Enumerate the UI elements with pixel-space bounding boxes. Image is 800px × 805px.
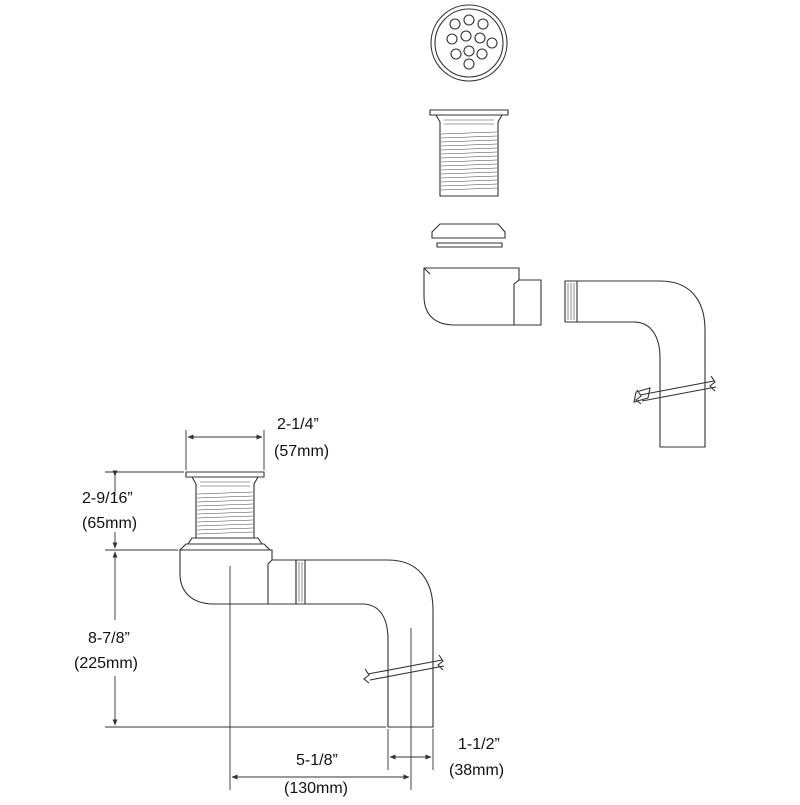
outlet-offset-imperial: 5-1/8”	[296, 752, 338, 769]
dimension-lines	[105, 430, 434, 790]
elbow-pipe-exploded	[564, 280, 717, 448]
drain-shoe-assembled	[179, 549, 297, 605]
pipe-diameter-metric: (38mm)	[449, 762, 504, 779]
pipe-diameter-imperial: 1-1/2”	[458, 736, 500, 753]
strainer-height-metric: (65mm)	[82, 515, 137, 532]
flange-width-metric: (57mm)	[274, 443, 329, 460]
strainer-assembled	[178, 471, 272, 551]
strainer-height-imperial: 2-9/16”	[82, 490, 133, 507]
elbow-pipe-assembled	[295, 559, 445, 728]
strainer-body-exploded	[429, 109, 509, 197]
drain-drop-imperial: 8-7/8”	[88, 630, 130, 647]
exploded-view	[423, 4, 717, 448]
assembled-view: 2-1/4” (57mm) 2-9/16” (65mm) 8-7/8” (225…	[74, 416, 504, 797]
locknut-exploded	[431, 223, 506, 248]
flange-width-imperial: 2-1/4”	[277, 416, 319, 433]
strainer-grid-top-view	[430, 4, 508, 82]
outlet-offset-metric: (130mm)	[284, 780, 348, 797]
dimension-labels: 2-1/4” (57mm) 2-9/16” (65mm) 8-7/8” (225…	[74, 416, 504, 797]
drain-shoe-exploded	[423, 267, 542, 326]
drain-drop-metric: (225mm)	[74, 655, 138, 672]
